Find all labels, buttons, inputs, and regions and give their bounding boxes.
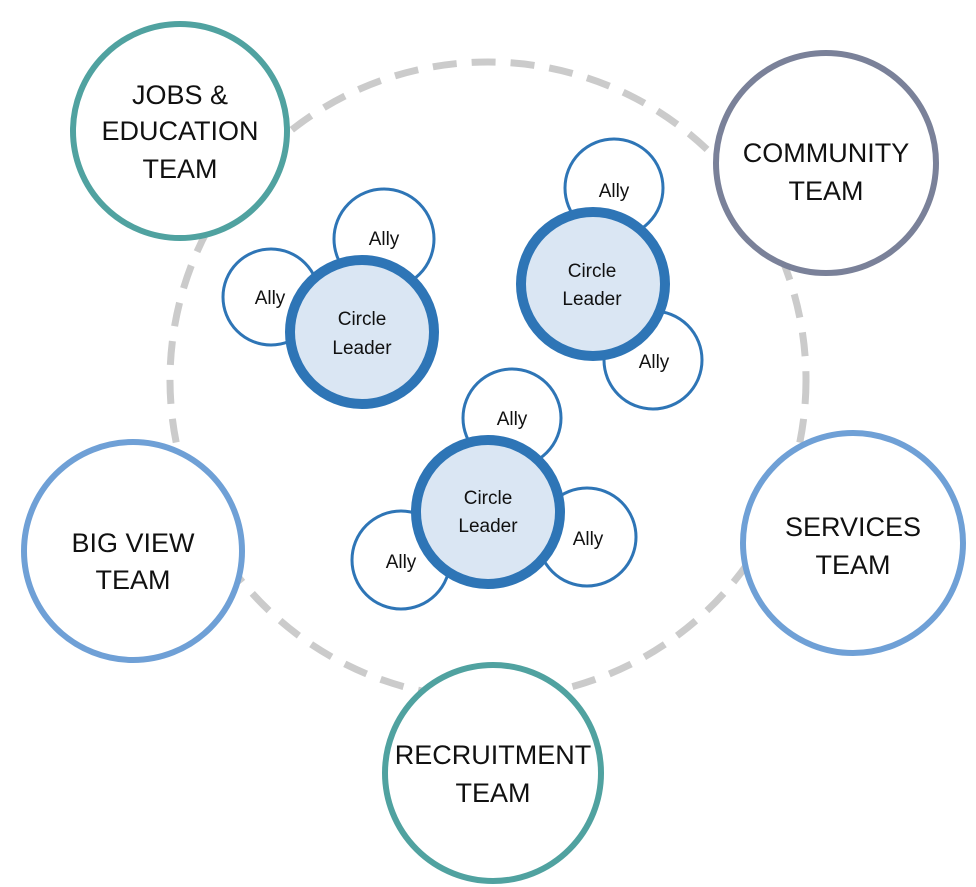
dashed-outer-ring (166, 58, 810, 702)
team-circle[interactable] (70, 21, 290, 241)
circle-leader-node[interactable] (516, 207, 670, 361)
cluster-left: Ally Ally Circle Leader (221, 187, 439, 409)
ally-label: Ally (255, 288, 286, 309)
leader-label-line-2: Leader (458, 516, 518, 537)
ally-label: Ally (639, 352, 670, 373)
leader-label-line-2: Leader (332, 338, 392, 359)
team-label-line: TEAM (95, 565, 170, 595)
cluster-right: Ally Ally Circle Leader (516, 137, 704, 411)
team-circle[interactable] (21, 439, 245, 663)
leader-label-line-1: Circle (568, 261, 617, 282)
team-big-view: BIG VIEW TEAM (21, 439, 245, 663)
team-label-line: EDUCATION (101, 116, 258, 146)
team-label-line: COMMUNITY (743, 138, 909, 168)
ally-label: Ally (497, 409, 528, 430)
leader-label-line-1: Circle (338, 309, 387, 330)
team-circle[interactable] (382, 662, 604, 884)
team-circle[interactable] (740, 430, 966, 656)
leader-label-line-1: Circle (464, 488, 513, 509)
team-label-line: TEAM (815, 550, 890, 580)
team-label-line: TEAM (788, 176, 863, 206)
ally-label: Ally (599, 181, 630, 202)
team-services: SERVICES TEAM (740, 430, 966, 656)
team-circle[interactable] (713, 50, 939, 276)
ally-label: Ally (573, 529, 604, 550)
circle-leader-node[interactable] (285, 255, 439, 409)
team-label-line: JOBS & (132, 80, 228, 110)
team-community: COMMUNITY TEAM (713, 50, 939, 276)
team-label-line: SERVICES (785, 512, 921, 542)
leader-label-line-2: Leader (562, 289, 622, 310)
team-label-line: TEAM (142, 154, 217, 184)
team-jobs-education: JOBS & EDUCATION TEAM (70, 21, 290, 241)
team-label-line: BIG VIEW (71, 528, 195, 558)
team-label-line: RECRUITMENT (395, 740, 592, 770)
circle-leader-node[interactable] (411, 435, 565, 589)
team-label-line: TEAM (455, 778, 530, 808)
ally-label: Ally (369, 229, 400, 250)
team-recruitment: RECRUITMENT TEAM (382, 662, 604, 884)
cluster-bottom: Ally Ally Ally Circle Leader (350, 367, 638, 611)
ally-label: Ally (386, 552, 417, 573)
